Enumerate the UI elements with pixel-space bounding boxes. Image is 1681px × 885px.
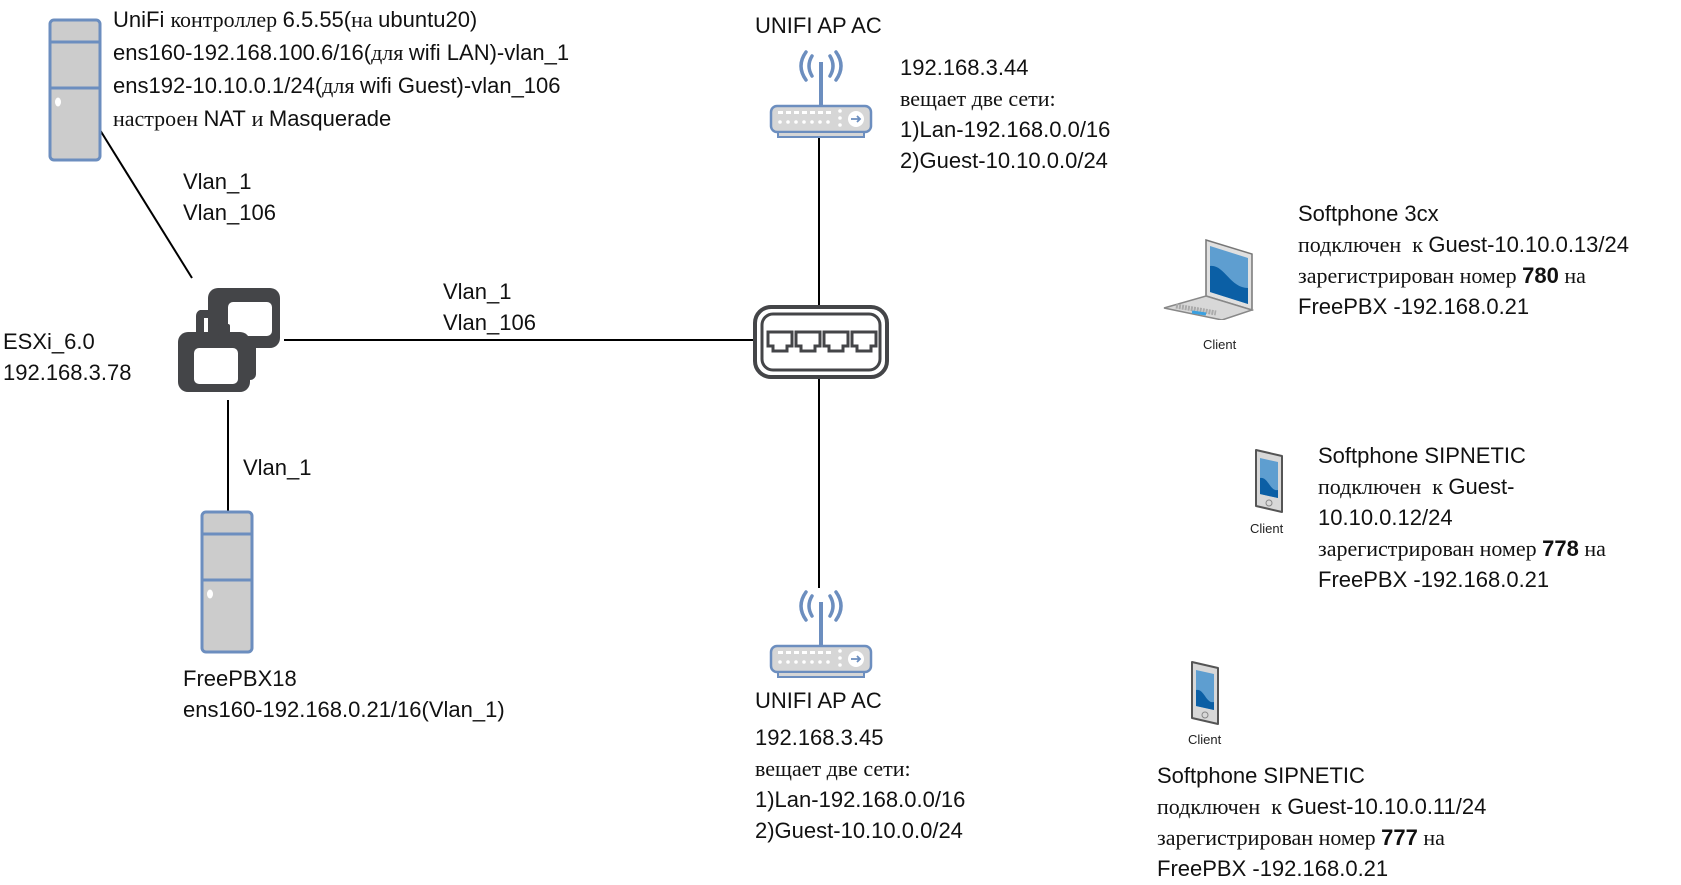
freepbx-label: FreePBX18 ens160-192.168.0.21/16(Vlan_1) <box>183 663 505 725</box>
ap-bottom-title: UNIFI AP AC <box>755 688 882 713</box>
controller-server-icon <box>48 18 104 163</box>
ap-top-net1: 1)Lan-192.168.0.0/16 <box>900 117 1111 142</box>
vlan-1-label: Vlan_1 <box>243 455 312 480</box>
ap-top-net2: 2)Guest-10.10.0.0/24 <box>900 148 1108 173</box>
esxi-label: ESXi_6.0 192.168.3.78 <box>3 326 131 388</box>
client-3-title: Softphone SIPNETIC <box>1157 763 1365 788</box>
esxi-ip: 192.168.3.78 <box>3 360 132 385</box>
client-3-registration: зарегистрирован номер 777 на <box>1157 825 1445 850</box>
client-caption: Client <box>1250 521 1284 536</box>
client-2-connection-cont: 10.10.0.12/24 <box>1318 505 1453 530</box>
client-1-number: 780 <box>1522 263 1559 288</box>
vlan-1-label: Vlan_1 <box>443 279 512 304</box>
client-2-title: Softphone SIPNETIC <box>1318 443 1526 468</box>
client-2-registration: зарегистрирован номер 778 на <box>1318 536 1606 561</box>
ap-bottom-broadcast: вещает две сети: <box>755 756 911 781</box>
client-2-connection: подключен к Guest- <box>1318 474 1515 499</box>
controller-line: ens192-10.10.0.1/24(для wifi Guest)-vlan… <box>113 73 561 98</box>
ap-top-details: 192.168.3.44 вещает две сети: 1)Lan-192.… <box>900 52 1110 176</box>
link-label-controller-esxi: Vlan_1 Vlan_106 <box>183 166 276 228</box>
ap-bottom-net2: 2)Guest-10.10.0.0/24 <box>755 818 963 843</box>
phone-client-icon[interactable] <box>1252 448 1286 514</box>
ap-bottom-net1: 1)Lan-192.168.0.0/16 <box>755 787 966 812</box>
client-2-details: Softphone SIPNETIC подключен к Guest- 10… <box>1318 440 1606 595</box>
client-caption: Client <box>1203 337 1237 352</box>
ap-bottom-icon[interactable] <box>768 588 874 680</box>
ap-top-icon[interactable] <box>768 48 874 140</box>
laptop-client-icon[interactable] <box>1162 238 1255 321</box>
vlan-106-label: Vlan_106 <box>443 310 536 335</box>
link-label-esxi-freepbx: Vlan_1 <box>243 452 312 483</box>
link-controller-esxi <box>99 129 193 279</box>
freepbx-iface: ens160-192.168.0.21/16(Vlan_1) <box>183 697 505 722</box>
esxi-name: ESXi_6.0 <box>3 329 95 354</box>
client-caption: Client <box>1188 732 1222 747</box>
vlan-106-label: Vlan_106 <box>183 200 276 225</box>
controller-label: UniFi контроллер 6.5.55(на ubuntu20) ens1… <box>113 3 569 135</box>
controller-label-lines: UniFi контроллер 6.5.55(на ubuntu20) ens1… <box>113 3 569 135</box>
client-1-pbx: FreePBX -192.168.0.21 <box>1298 294 1530 319</box>
client-2-pbx: FreePBX -192.168.0.21 <box>1318 567 1550 592</box>
vlan-1-label: Vlan_1 <box>183 169 252 194</box>
client-1-title: Softphone 3cx <box>1298 201 1439 226</box>
link-label-esxi-switch: Vlan_1 Vlan_106 <box>443 276 536 338</box>
controller-line: UniFi контроллер 6.5.55(на ubuntu20) <box>113 7 478 32</box>
ap-top-broadcast: вещает две сети: <box>900 86 1056 111</box>
esxi-icon[interactable] <box>170 280 286 402</box>
client-3-number: 777 <box>1381 825 1418 850</box>
client-1-details: Softphone 3cx подключен к Guest-10.10.0.… <box>1298 198 1629 322</box>
client-1-connection: подключен к Guest-10.10.0.13/24 <box>1298 232 1629 257</box>
controller-line: ens160-192.168.100.6/16(для wifi LAN)-vl… <box>113 40 570 65</box>
client-1-registration: зарегистрирован номер 780 на <box>1298 263 1586 288</box>
ap-bottom-details: UNIFI AP AC 192.168.3.45 вещает две сети… <box>755 685 965 846</box>
freepbx-server-icon[interactable] <box>200 510 256 655</box>
ap-bottom-ip: 192.168.3.45 <box>755 725 884 750</box>
client-3-connection: подключен к Guest-10.10.0.11/24 <box>1157 794 1487 819</box>
client-3-pbx: FreePBX -192.168.0.21 <box>1157 856 1389 881</box>
freepbx-name: FreePBX18 <box>183 666 297 691</box>
controller-line: настроен NAT и Masquerade <box>113 106 392 131</box>
ap-top-ip: 192.168.3.44 <box>900 55 1029 80</box>
switch-icon[interactable] <box>752 304 890 380</box>
phone-client-icon[interactable] <box>1188 660 1222 726</box>
client-3-details: Softphone SIPNETIC подключен к Guest-10.… <box>1157 760 1486 884</box>
ap-top-title: UNIFI AP AC <box>755 13 882 38</box>
client-2-number: 778 <box>1542 536 1579 561</box>
